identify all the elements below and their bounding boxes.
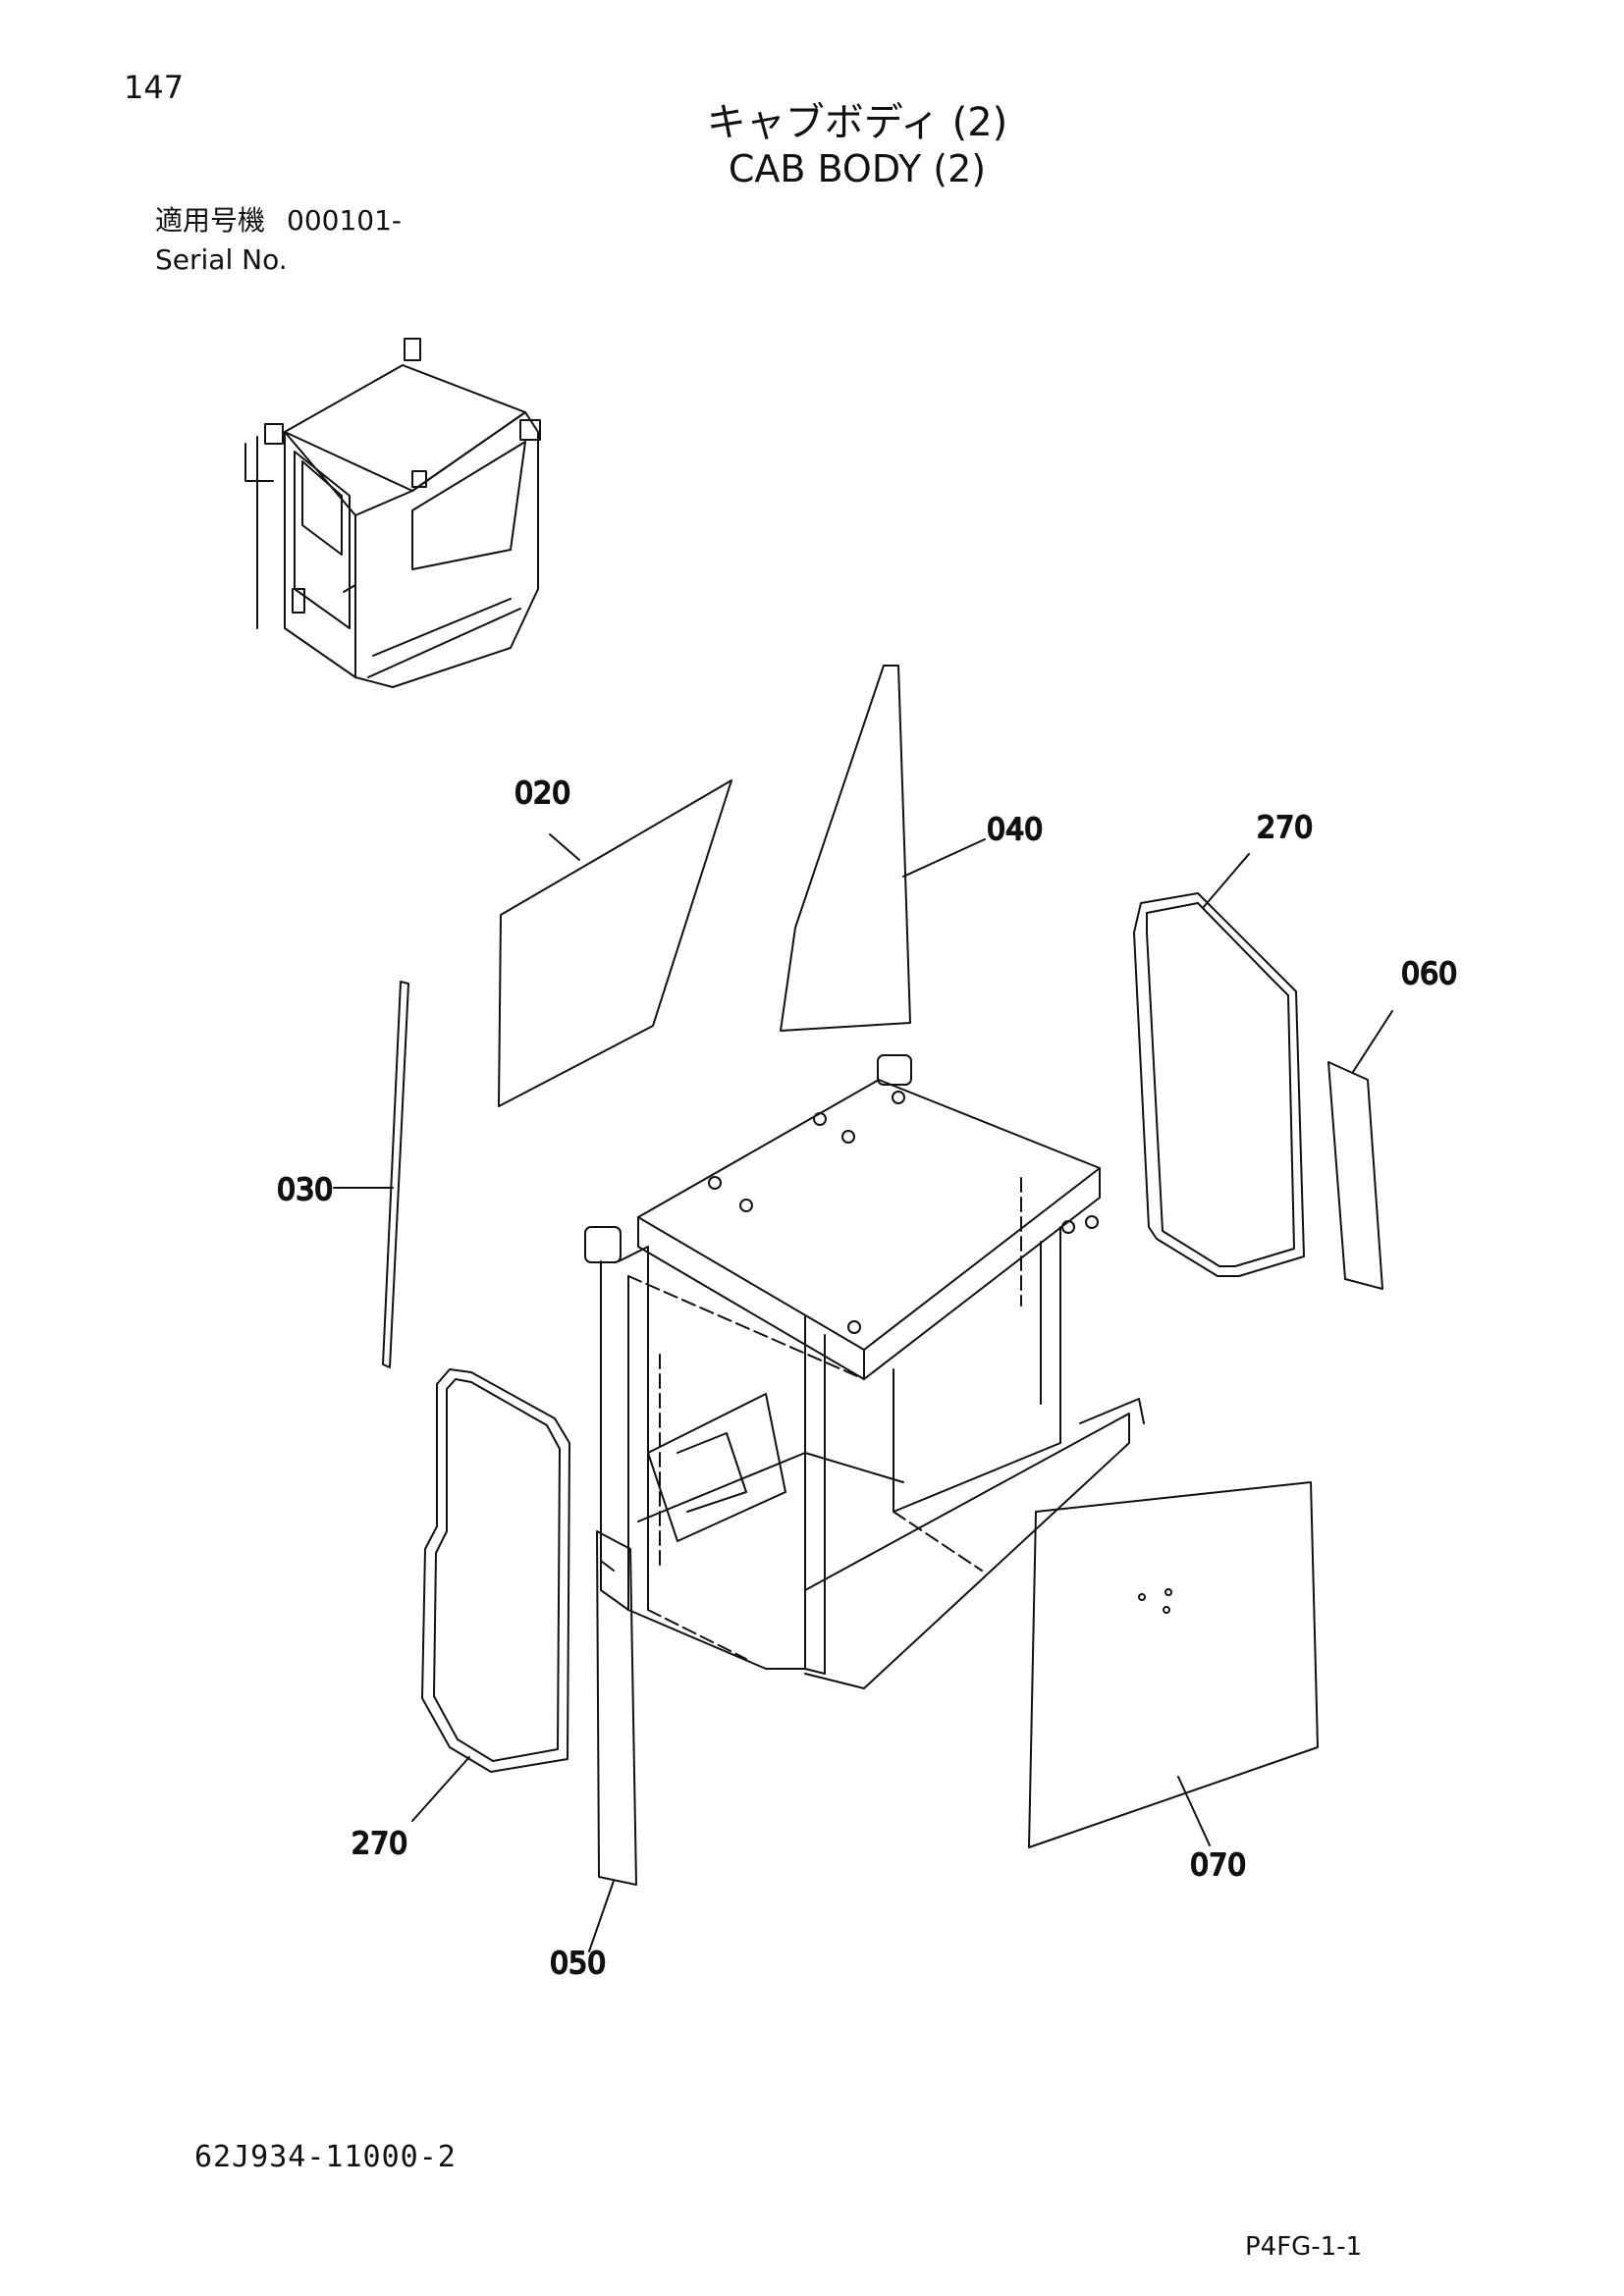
page-title-japanese: キャブボディ (2) [706,100,1008,145]
callout-030: 030 [277,1173,333,1207]
callout-050: 050 [550,1947,606,1981]
part-070-glass [1028,1481,1319,1848]
callout-040: 040 [987,813,1043,847]
part-270-seal-right [1133,892,1305,1277]
sheet-code: P4FG-1-1 [1245,2232,1363,2262]
part-020-glass [498,779,732,1107]
page-number: 147 [124,69,185,106]
callout-060: 060 [1401,957,1457,991]
serial-label-english: Serial No. [155,243,288,276]
serial-block: 適用号機 000101- Serial No. [155,201,402,280]
part-060-glass [1327,1061,1383,1290]
serial-label-japanese: 適用号機 [155,204,266,237]
callout-020: 020 [514,776,570,811]
part-270-seal-left [421,1368,570,1773]
serial-value: 000101- [287,204,403,237]
part-050-glass [596,1530,637,1886]
page-title-english: CAB BODY (2) [728,147,987,190]
callout-270-left: 270 [352,1827,407,1861]
part-040-glass [780,665,911,1032]
callout-070: 070 [1190,1848,1246,1883]
cab-frame [584,1054,1145,1689]
part-030-strip [382,981,409,1368]
cab-overview-thumbnail [244,338,541,688]
callout-270-right: 270 [1257,811,1313,845]
drawing-number: 62J934-11000-2 [194,2140,457,2174]
